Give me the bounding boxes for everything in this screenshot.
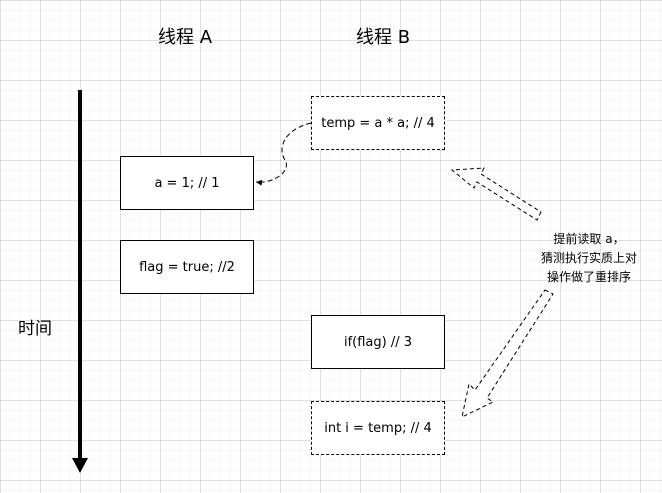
thread-a-step-2: flag = true; //2	[120, 240, 254, 294]
thread-b-step-temp: temp = a * a; // 4	[311, 96, 445, 150]
reorder-arrow-down	[461, 289, 554, 418]
thread-b-step-int: int i = temp; // 4	[311, 401, 445, 455]
reorder-arrow-up	[450, 167, 542, 221]
reorder-note: 提前读取 a， 猜测执行实质上对 操作做了重排序	[528, 230, 650, 287]
thread-b-step-if: if(flag) // 3	[311, 315, 445, 369]
note-line: 提前读取 a，	[553, 232, 625, 246]
note-line: 猜测执行实质上对	[540, 251, 637, 265]
timeline-arrowhead	[72, 458, 88, 473]
note-line: 操作做了重排序	[546, 270, 631, 284]
thread-a-header: 线程 A	[158, 27, 213, 48]
read-dependency-arrow	[255, 122, 312, 186]
thread-a-step-1: a = 1; // 1	[120, 156, 254, 210]
thread-b-header: 线程 B	[356, 27, 411, 48]
time-axis-label: 时间	[18, 319, 52, 339]
